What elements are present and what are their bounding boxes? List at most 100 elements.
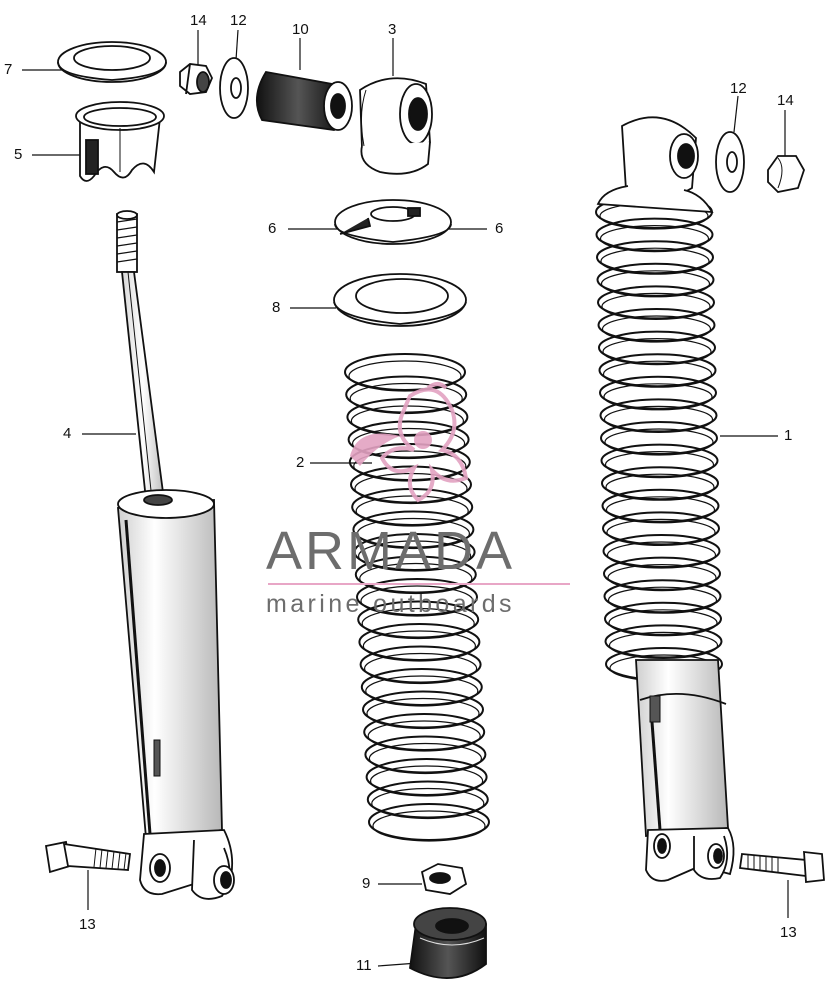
spring-coil-inner [606, 518, 716, 547]
callout-2: 2 [296, 454, 305, 471]
callout-10: 10 [292, 21, 309, 38]
part-9-nut [420, 863, 468, 895]
spring-coil [357, 600, 480, 639]
spring-coil-inner [371, 787, 485, 820]
spring-coil-inner [608, 631, 719, 660]
part-13-bolt-left [44, 840, 132, 874]
spring-coil-inner [366, 697, 480, 730]
callout-1: 1 [784, 427, 793, 444]
spring-coil [356, 578, 478, 616]
spring-coil [363, 713, 486, 751]
spring-coil [596, 240, 714, 275]
spring-coil-inner [365, 675, 479, 707]
spring-coil-inner [607, 586, 718, 614]
spring-coil [352, 510, 475, 549]
spring-coil-inner [599, 225, 710, 253]
part-12-washer-left [219, 57, 249, 119]
callout-9: 9 [362, 875, 371, 892]
spring-coil [598, 330, 716, 365]
part-14-nut-left [179, 63, 213, 95]
callout-6-right: 6 [495, 220, 504, 237]
spring-coil [599, 398, 718, 433]
spring-coil [344, 353, 466, 391]
part-1-spring [595, 195, 723, 682]
spring-coil-inner [360, 585, 474, 617]
callout-6-left: 6 [268, 220, 277, 237]
spring-coil [366, 780, 489, 819]
part-7-seal [57, 41, 167, 83]
spring-coil [603, 556, 721, 591]
spring-coil-inner [364, 652, 478, 685]
part-8-seat [333, 273, 467, 327]
callout-13-left: 13 [79, 916, 96, 933]
spring-coil [604, 624, 723, 659]
part-3-joint-cap [359, 77, 433, 175]
watermark-brand-name: ARMADA [266, 521, 516, 581]
callout-12-right: 12 [730, 80, 747, 97]
spring-coil-inner [608, 609, 718, 637]
spring-coil [598, 353, 717, 388]
spring-coil [347, 420, 470, 459]
spring-coil [368, 803, 490, 841]
callout-12-left: 12 [230, 12, 247, 29]
spring-coil-inner [358, 540, 472, 572]
spring-coil [365, 758, 488, 796]
part-5-cover [75, 101, 165, 182]
spring-coil-inner [604, 428, 714, 456]
callout-8: 8 [272, 299, 281, 316]
spring-coil-inner [601, 292, 711, 320]
spring-coil-inner [605, 496, 716, 524]
part-10-bushing [256, 71, 353, 131]
spring-coil-inner [356, 517, 470, 550]
callout-14-right: 14 [777, 92, 794, 109]
spring-coil-inner [372, 810, 486, 842]
spring-coil-inner [606, 541, 717, 569]
spring-coil [345, 375, 468, 414]
spring-coil-inner [367, 720, 481, 752]
spring-coil-inner [368, 742, 482, 775]
spring-coil [601, 488, 720, 523]
callout-5: 5 [14, 146, 23, 163]
callout-4: 4 [63, 425, 72, 442]
part-1-shock-absorber [595, 116, 735, 882]
spring-coil-inner [602, 360, 713, 388]
spring-coil [362, 690, 484, 729]
spring-coil-inner [359, 562, 473, 595]
callout-3: 3 [388, 21, 397, 38]
spring-coil-inner [605, 473, 715, 501]
spring-coil [597, 285, 715, 320]
watermark-logo [350, 382, 469, 503]
spring-coil [350, 465, 472, 504]
spring-coil [603, 579, 722, 614]
callout-11: 11 [356, 957, 372, 974]
spring-coil [354, 555, 477, 594]
spring-coil [604, 601, 722, 636]
spring-coil [601, 466, 719, 501]
spring-coil [602, 511, 720, 546]
part-13-bolt-right [738, 850, 825, 883]
spring-coil [353, 533, 476, 571]
spring-coil-inner [600, 270, 711, 298]
spring-coil-inner [352, 427, 466, 460]
watermark-tagline: marine outboards [266, 590, 515, 618]
spring-coil [602, 534, 721, 568]
spring-coil-inner [603, 383, 713, 411]
part-4-damper [116, 210, 235, 900]
spring-coil [600, 421, 718, 455]
spring-coil-inner [348, 360, 462, 392]
spring-coil-inner [362, 630, 476, 662]
spring-coil-inner [370, 765, 484, 797]
callout-14-left: 14 [190, 12, 207, 29]
spring-coil [359, 645, 482, 684]
callout-13-right: 13 [780, 924, 797, 941]
spring-coil [596, 262, 715, 297]
watermark-rule [268, 583, 570, 585]
spring-coil-inner [349, 382, 463, 415]
part-6-collet [334, 199, 452, 245]
spring-coil-inner [602, 338, 712, 366]
spring-coil [360, 668, 483, 706]
spring-coil [358, 623, 481, 661]
part-11-stopper [409, 907, 487, 979]
